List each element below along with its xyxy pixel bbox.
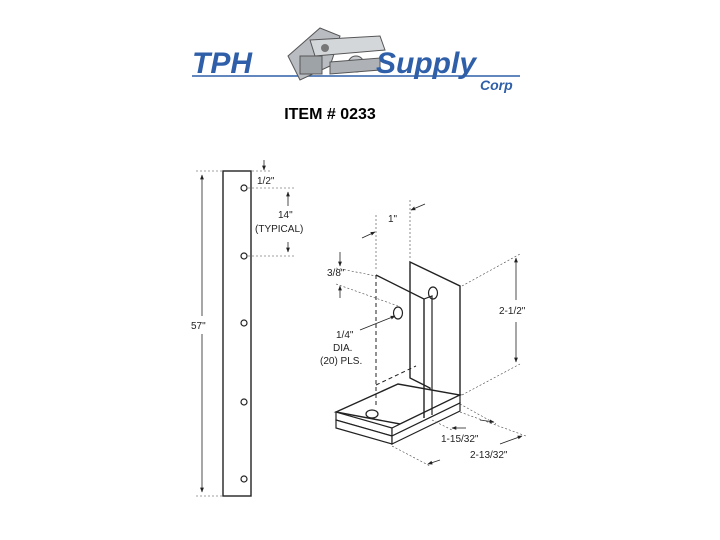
dim-label-half-inch: 1/2" <box>257 176 275 187</box>
dim-label-2-13-32: 2-13/32" <box>470 450 508 461</box>
dim-label-three-eighths: 3/8" <box>327 268 345 279</box>
dim-label-quarter-inch: 1/4" <box>336 330 354 341</box>
logo-text-tph: TPH <box>192 47 253 80</box>
strip-hole <box>240 398 248 406</box>
bracket-isometric-view <box>333 260 463 445</box>
tph-supply-logo: TPH Supply Corp <box>192 27 520 93</box>
dim-hole-diameter: 1/4" DIA. (20) PLS. <box>320 315 396 367</box>
logo-text-supply: Supply <box>376 47 477 80</box>
dim-label-2-half: 2-1/2" <box>499 306 526 317</box>
dim-label-14: 14" <box>278 210 293 221</box>
dim-top-offset: 1/2" <box>248 160 296 189</box>
hinge-icon <box>287 27 386 81</box>
dim-label-1-15-32: 1-15/32" <box>441 434 479 445</box>
dim-label-dia: DIA. <box>333 343 352 354</box>
strip-hole <box>240 252 248 260</box>
dim-label-hole-count: (20) PLS. <box>320 356 362 367</box>
logo-text-corp: Corp <box>480 77 513 93</box>
strip-hole <box>240 184 248 192</box>
bracket-hole <box>392 306 404 320</box>
dim-bracket-thickness: 1" <box>361 200 426 270</box>
strip-hole <box>240 319 248 327</box>
dim-label-typical: (TYPICAL) <box>255 224 303 235</box>
dim-strip-length: 57" <box>191 170 222 497</box>
dim-label-57: 57" <box>191 321 206 332</box>
dim-label-1-inch: 1" <box>388 214 398 225</box>
dim-hole-spacing: 14" (TYPICAL) <box>248 191 303 257</box>
strip-hole <box>240 475 248 483</box>
strip-side-view <box>222 170 252 497</box>
dim-bracket-height: 2-1/2" <box>461 253 526 396</box>
bracket-base-hole <box>365 409 379 419</box>
dim-hole-offset: 3/8" <box>327 252 399 307</box>
item-number-title: ITEM # 0233 <box>284 106 376 123</box>
dim-overall-width: 2-13/32" <box>391 411 527 467</box>
strip-body <box>222 170 252 497</box>
bracket-hole <box>427 286 439 300</box>
dim-flange-width: 1-15/32" <box>431 403 497 445</box>
company-logo: TPH Supply Corp <box>180 18 540 96</box>
